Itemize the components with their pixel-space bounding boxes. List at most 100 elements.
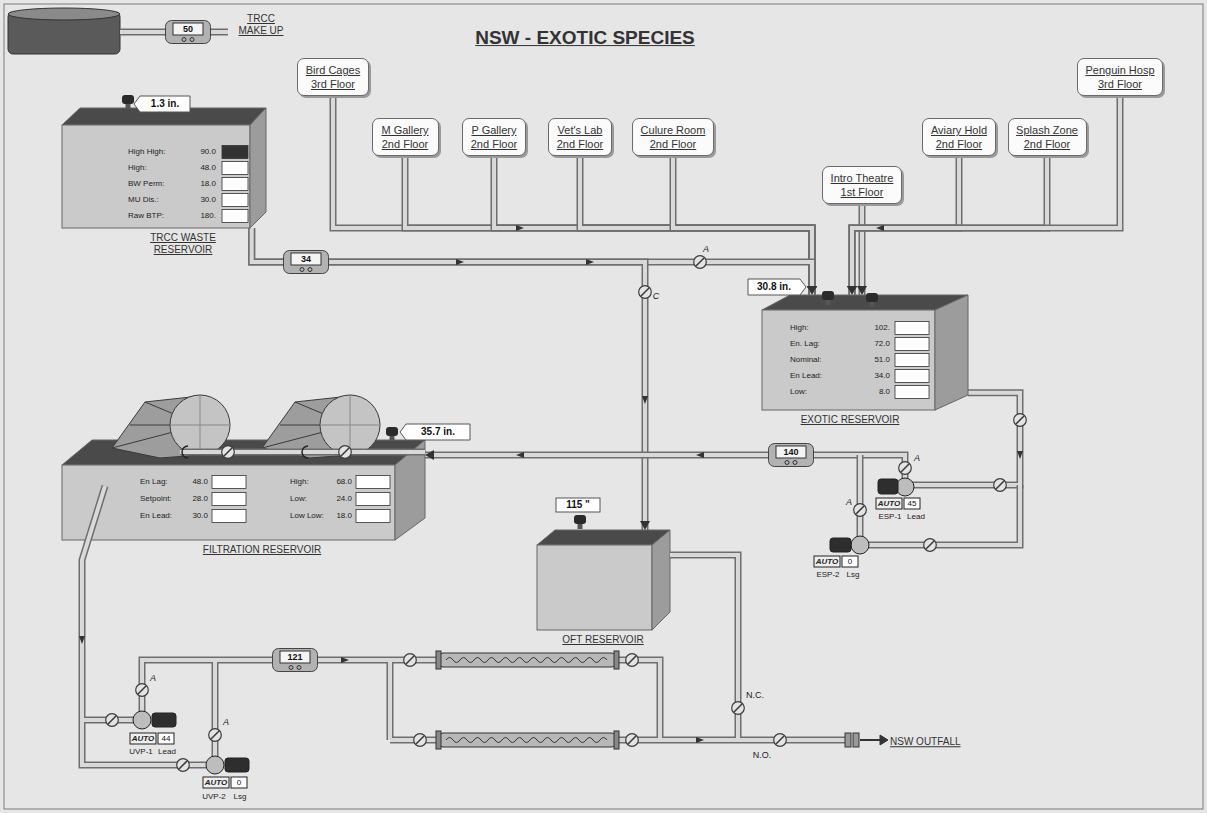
area-button: Bird Cages 3rd Floor [297, 58, 369, 96]
area-name: P Gallery 2nd Floor [468, 123, 520, 151]
pump-symbol [130, 733, 156, 744]
pump-tag: ESP-2 [816, 570, 839, 579]
pump-symbol [152, 713, 176, 727]
pump-symbol [842, 556, 858, 567]
pipe [82, 32, 1020, 765]
flow-readout: 121 [287, 651, 302, 661]
level-transmitter [822, 291, 834, 305]
flow-readout: 50 [183, 23, 193, 33]
setpoint-cell: BW Perm: [128, 179, 164, 188]
pump-symbol [225, 758, 249, 772]
area-button: Splash Zone 2nd Floor [1008, 118, 1087, 156]
area-button: Culure Room 2nd Floor [632, 118, 714, 156]
valve [1014, 414, 1027, 427]
pipe-connector [494, 156, 817, 295]
flow-meter [166, 21, 211, 44]
pump-symbol [878, 479, 898, 494]
pump-symbol [851, 536, 869, 554]
flow-arrow [516, 452, 524, 458]
pump-tag: Lead [158, 747, 176, 756]
pump-symbol [203, 777, 229, 788]
level-readout: 115 " [566, 499, 590, 511]
setpoint-cell: En Lead: [140, 511, 172, 520]
value-box [356, 493, 390, 506]
pump-symbol [904, 498, 920, 509]
tank-name: FILTRATION RESERVOIR [203, 544, 321, 556]
tank-graphic [250, 108, 266, 228]
area-button: P Gallery 2nd Floor [462, 118, 526, 156]
return-symbol [302, 446, 308, 458]
setpoint-cell: MU Dis.: [128, 195, 159, 204]
valve [177, 759, 190, 772]
tank-graphic [762, 310, 935, 410]
area-name: Intro Theatre 1st Floor [828, 171, 896, 199]
setpoint-cell: 90.0 [200, 147, 216, 156]
valve [626, 654, 639, 667]
area-button: Intro Theatre 1st Floor [822, 166, 902, 204]
area-name: Aviary Hold 2nd Floor [928, 123, 990, 151]
valve-tag: A [703, 244, 709, 254]
pump-symbol [206, 756, 224, 774]
outfall-symbol [845, 733, 851, 747]
setpoint-cell: 180. [200, 211, 216, 220]
tank-graphic [537, 530, 670, 545]
return-symbol [182, 446, 188, 458]
pipe-bore [580, 156, 812, 295]
value-box [222, 162, 248, 175]
value-box [895, 338, 929, 351]
pump-symbol [876, 498, 902, 509]
tank-graphic [935, 295, 968, 410]
flow-meter [769, 444, 814, 467]
valve [899, 462, 912, 475]
tank-name: TRCC WASTE RESERVOIR [133, 232, 233, 256]
valve-tag: A [914, 453, 920, 463]
pump-symbol [896, 478, 914, 496]
valve [339, 446, 352, 459]
flow-meter [284, 251, 329, 274]
area-button: M Gallery 2nd Floor [372, 118, 439, 156]
flow-arrow [79, 225, 1023, 743]
location-label: NSW OUTFALL [890, 736, 961, 748]
valve-tag: A [846, 497, 852, 507]
area-name: Splash Zone 2nd Floor [1014, 123, 1081, 151]
drum-filter [320, 395, 380, 455]
valve [924, 539, 937, 552]
pump-symbol [830, 538, 851, 552]
value-box [895, 322, 929, 335]
value-box [895, 386, 929, 399]
pump-speed: 0 [237, 778, 241, 787]
flow-arrow [456, 259, 464, 265]
tank-graphic [537, 545, 652, 630]
value-box [895, 370, 929, 383]
level-transmitter [122, 95, 878, 529]
pump-tag: Lsg [234, 792, 247, 801]
flow-arrow [79, 636, 85, 644]
readout-callout [134, 96, 190, 112]
level-transmitter [122, 95, 134, 109]
arrow-head [425, 450, 434, 460]
setpoint-cell: 102. [874, 323, 890, 332]
uv-unit [436, 651, 441, 669]
arrow-head [857, 286, 867, 295]
flow-arrow [696, 452, 704, 458]
valve-tag: C [653, 291, 660, 301]
value-box [212, 510, 246, 523]
area-button: Penguin Hosp 3rd Floor [1077, 58, 1163, 96]
valve-state: N.O. [753, 750, 772, 760]
setpoint-cell: En Lag: [140, 477, 168, 486]
makeup-tank [8, 8, 120, 54]
uv-unit [446, 658, 607, 663]
drum-filter [320, 395, 380, 455]
value-box [222, 194, 248, 207]
pipe-bore [673, 156, 812, 295]
value-box [895, 354, 929, 367]
uv-unit [440, 733, 615, 747]
tank-graphic [62, 108, 968, 630]
setpoint-cell: Low: [790, 387, 807, 396]
level-readout: 35.7 in. [421, 426, 455, 438]
pipe-wall [405, 156, 812, 295]
readout-callout [134, 96, 806, 512]
setpoint-cell: High: [290, 477, 309, 486]
mode-indicator: AUTO [205, 778, 228, 787]
setpoint-cell: 18.0 [200, 179, 216, 188]
